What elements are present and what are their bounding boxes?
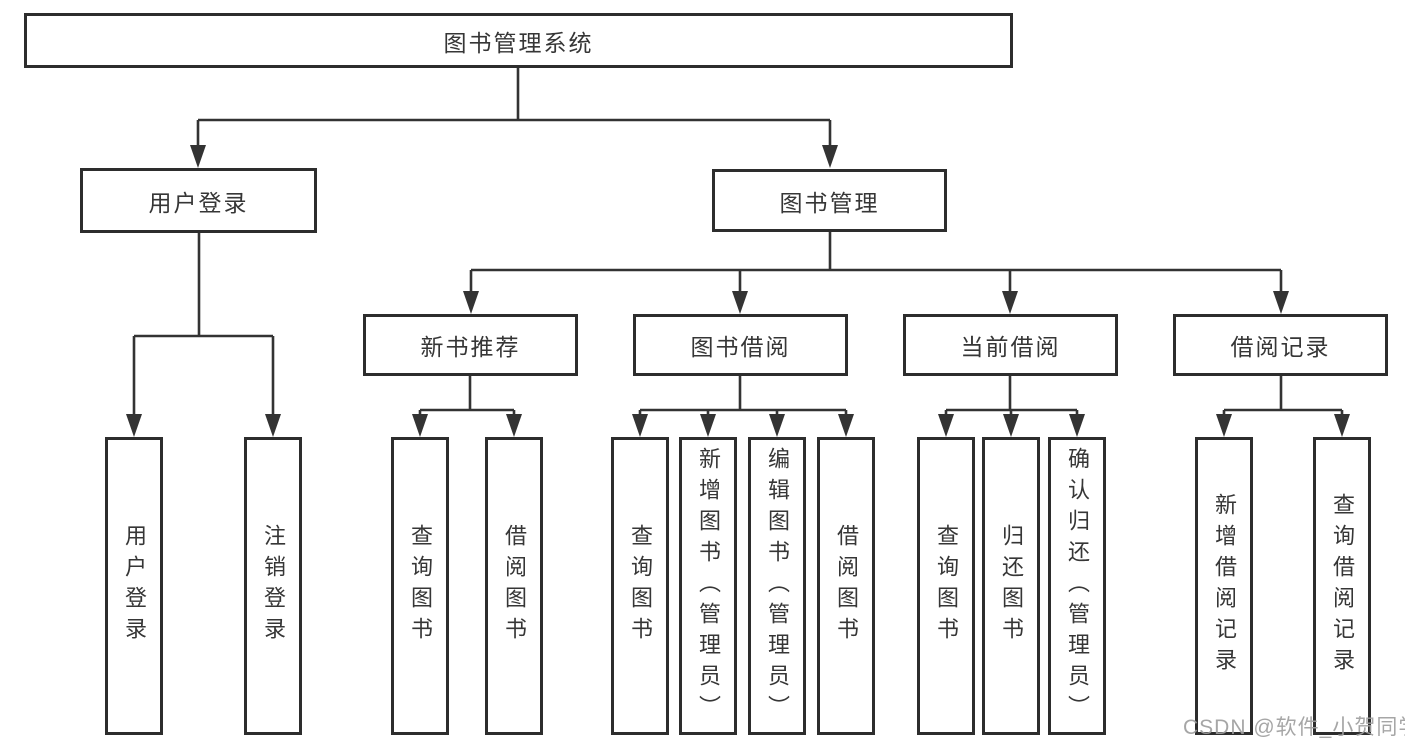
node-book-borrowing: 图书借阅	[633, 314, 848, 376]
leaf-query-book-current: 查询图书	[917, 437, 975, 735]
leaf-user-login: 用户登录	[105, 437, 163, 735]
leaf-return-book: 归还图书	[982, 437, 1040, 735]
leaf-edit-book-admin-label: 编辑图书（管理员）	[765, 446, 790, 726]
node-book-management-label: 图书管理	[779, 189, 880, 216]
leaf-borrow-book-recommend-label: 借阅图书	[502, 524, 527, 648]
leaf-add-borrow-record-label: 新增借阅记录	[1212, 493, 1237, 679]
leaf-confirm-return-admin-label: 确认归还（管理员）	[1065, 446, 1090, 726]
leaf-confirm-return-admin: 确认归还（管理员）	[1048, 437, 1106, 735]
node-current-borrowing-label: 当前借阅	[960, 334, 1061, 360]
leaf-logout: 注销登录	[244, 437, 302, 735]
node-borrow-records: 借阅记录	[1173, 314, 1388, 376]
leaf-add-book-admin-label: 新增图书（管理员）	[696, 446, 721, 726]
node-user-login-label: 用户登录	[148, 189, 249, 216]
node-current-borrowing: 当前借阅	[903, 314, 1118, 376]
leaf-query-book-recommend: 查询图书	[391, 437, 449, 735]
leaf-query-borrow-record-label: 查询借阅记录	[1330, 493, 1355, 679]
leaf-logout-label: 注销登录	[261, 524, 286, 648]
leaf-query-book-borrowing: 查询图书	[611, 437, 669, 735]
node-new-book-recommend-label: 新书推荐	[420, 334, 521, 360]
node-new-book-recommend: 新书推荐	[363, 314, 578, 376]
leaf-query-borrow-record: 查询借阅记录	[1313, 437, 1371, 735]
csdn-watermark: CSDN @软件_小贺同学	[1183, 716, 1405, 739]
leaf-add-borrow-record: 新增借阅记录	[1195, 437, 1253, 735]
leaf-add-book-admin: 新增图书（管理员）	[679, 437, 737, 735]
leaf-borrow-book-borrowing: 借阅图书	[817, 437, 875, 735]
leaf-query-book-current-label: 查询图书	[934, 524, 959, 648]
node-root-label: 图书管理系统	[443, 29, 594, 56]
leaf-return-book-label: 归还图书	[999, 524, 1024, 648]
leaf-borrow-book-recommend: 借阅图书	[485, 437, 543, 735]
leaf-query-book-recommend-label: 查询图书	[408, 524, 433, 648]
node-book-management: 图书管理	[712, 169, 947, 232]
node-user-login: 用户登录	[80, 168, 317, 233]
node-book-borrowing-label: 图书借阅	[690, 334, 791, 360]
node-root: 图书管理系统	[24, 13, 1013, 68]
node-borrow-records-label: 借阅记录	[1230, 334, 1331, 360]
leaf-user-login-label: 用户登录	[122, 524, 147, 648]
leaf-query-book-borrowing-label: 查询图书	[628, 524, 653, 648]
leaf-borrow-book-borrowing-label: 借阅图书	[834, 524, 859, 648]
leaf-edit-book-admin: 编辑图书（管理员）	[748, 437, 806, 735]
